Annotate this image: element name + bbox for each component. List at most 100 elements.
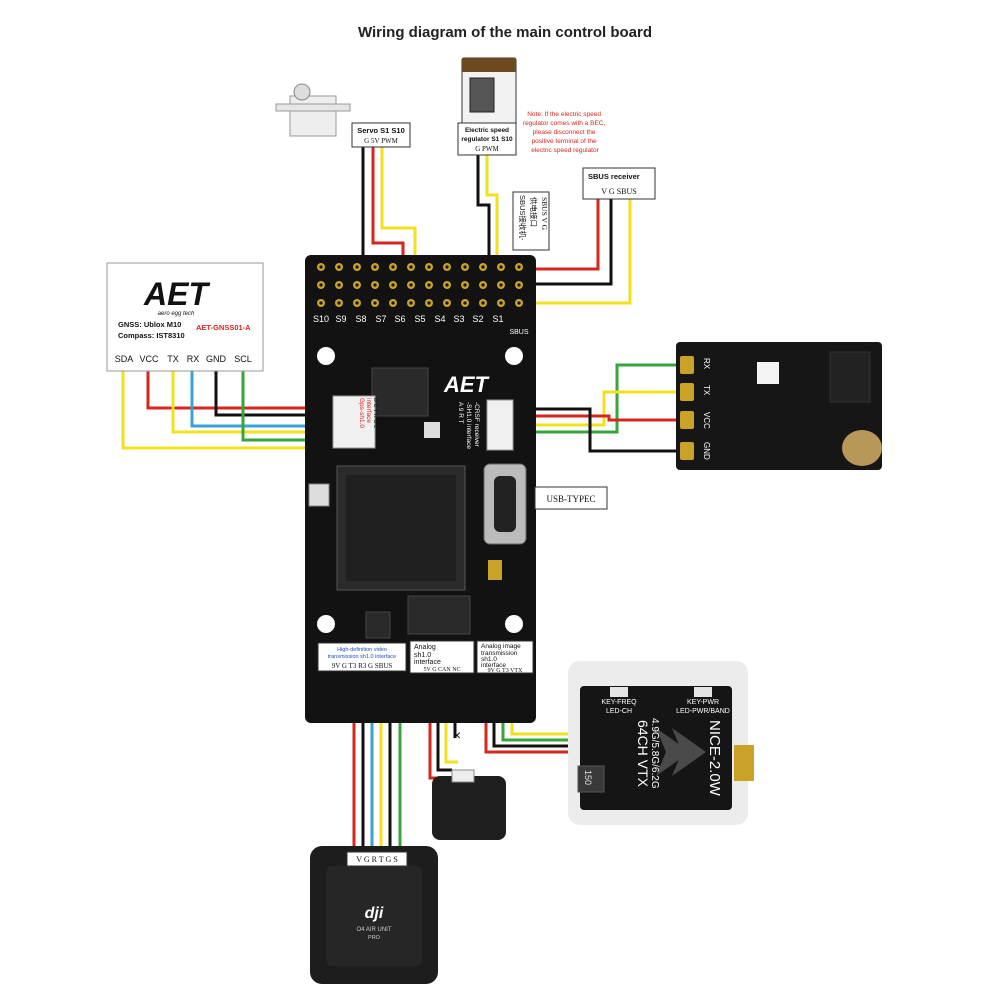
vtx-pcb	[580, 686, 732, 810]
gnss-wire-vcc	[146, 369, 338, 410]
mcu-die	[346, 475, 456, 581]
sbus-receiver-label: SBUS receiver	[588, 172, 640, 181]
baro-chip	[365, 611, 391, 639]
boot-button	[308, 483, 330, 507]
analog-vtx-label-line3: sh1.0	[481, 656, 497, 663]
hd-vtx-pins: 9V G T3 R3 G SBUS	[332, 662, 393, 670]
mount-hole-bl	[317, 615, 335, 633]
mount-hole-tr	[505, 347, 523, 365]
crsf-pin-vcc: VCC	[702, 412, 711, 429]
header-label-s2: S2	[472, 314, 483, 324]
analog-vtx-label-line4: interface	[481, 662, 506, 669]
small-sensor	[424, 422, 440, 438]
gps-connector	[332, 395, 376, 449]
gnss-wire-rx	[190, 369, 338, 428]
can-device	[432, 769, 506, 840]
crsf-silk-line3: -CRSF receiver	[473, 402, 480, 448]
header-label-s9: S9	[335, 314, 346, 324]
crsf-pin-rx: RX	[702, 358, 711, 370]
gnss-pin-labels: SDA VCC TX RX GND SCL	[115, 354, 252, 364]
gnss-wire-tx	[171, 369, 338, 434]
servo-header-labels: S10 S9 S8 S7 S6 S5 S4 S3 S2 S1	[313, 314, 504, 324]
dji-pins: V G R T G S	[356, 855, 398, 864]
can-label-line1: Analog	[414, 644, 436, 651]
dji-brand: dji	[365, 905, 384, 922]
sbus-cn-line3: SBUS V G	[540, 197, 549, 231]
gnss-pin-sda: SDA	[115, 354, 134, 364]
crsf-receiver: RX TX VCC GND	[676, 342, 882, 470]
vtx-key-pwr	[694, 687, 712, 697]
crsf-connector	[486, 399, 514, 451]
sbus-wire-g	[518, 198, 613, 286]
imu-chip	[371, 367, 429, 417]
hd-vtx-label-line1: High-definition video	[337, 647, 387, 653]
gnss-module: AET aero egg tech GNSS: Ublox M10 Compas…	[106, 262, 264, 372]
dji-product: O4 AIR UNIT	[356, 927, 391, 933]
header-label-s10: S10	[313, 314, 329, 324]
usb-label: USB-TYPEC	[546, 494, 595, 504]
mount-hole-br	[505, 615, 523, 633]
gnss-pin-tx: TX	[167, 354, 179, 364]
dji-top-plate	[326, 866, 422, 966]
vtx-chip-label: 150	[583, 770, 593, 785]
vtx-key-freq-label: KEY-FREQ	[601, 699, 637, 706]
gnss-wire-sda	[121, 369, 338, 450]
gps-silk-line1: Gps-sh1.0	[358, 398, 365, 428]
vtx-model: NICE-2.0W	[706, 720, 723, 797]
vtx-antenna-connector	[734, 745, 754, 781]
hd-vtx-label-line2: transmission sh1.0 interface	[328, 654, 396, 660]
sbus-receiver: SBUS receiver V G SBUS	[582, 167, 656, 200]
esc-pads	[462, 58, 516, 72]
dji-sub: PRO	[368, 935, 381, 941]
header-label-s1: S1	[492, 314, 503, 324]
gnss-card	[106, 262, 264, 372]
header-label-s5: S5	[414, 314, 425, 324]
flash-chip	[407, 595, 471, 635]
dji-pin-label-box	[346, 851, 408, 867]
usb-c-port-opening	[494, 476, 516, 532]
servo-header-pins	[317, 263, 523, 307]
board-logo: AET	[443, 372, 490, 397]
can-pins: 5V G CAN NC	[423, 667, 460, 673]
crsf-pad-vcc	[680, 411, 694, 429]
servo-label-box	[351, 122, 411, 148]
servo-horn	[293, 83, 311, 101]
esc-label-line1: Electric speed	[465, 127, 509, 134]
servo-flange	[275, 103, 351, 112]
hd-vtx-label-box	[317, 642, 407, 672]
crsf-wire-rx	[500, 363, 686, 434]
vtx-led-pwr-band-label: LED-PWR/BAND	[676, 708, 730, 715]
mounting-holes	[317, 347, 523, 633]
crsf-pads	[680, 356, 694, 460]
nc-cross-mark: ×	[453, 727, 461, 743]
can-device-plug	[451, 769, 475, 783]
crsf-antenna-connector	[842, 430, 882, 466]
crsf-pad-gnd	[680, 442, 694, 460]
gnss-wire-gnd	[214, 369, 338, 417]
vtx-led-ch-label: LED-CH	[606, 708, 632, 715]
can-label-line2: sh1.0	[414, 652, 431, 659]
esc-note: Note: If the electric speed regulator co…	[523, 111, 607, 154]
crsf-wire-tx	[500, 390, 686, 427]
gnss-pin-gnd: GND	[206, 354, 227, 364]
sbus-cn-line1: SBUS接收机-	[518, 195, 528, 241]
gps-silk-line2: interface	[365, 398, 372, 423]
gnss-logo: AET	[143, 276, 210, 312]
analog-vtx-label-line1: Analog image	[481, 643, 521, 650]
gnss-model: AET-GNSS01-A	[196, 323, 251, 332]
vtx-key-pwr-label: KEY-PWR	[687, 699, 719, 706]
gnss-pin-scl: SCL	[234, 354, 252, 364]
esc-pins: G PWM	[475, 145, 499, 153]
vtx-key-freq	[610, 687, 628, 697]
vtx-name: 64CH VTX	[635, 720, 651, 788]
crsf-rf-chip	[829, 351, 871, 403]
header-label-s8: S8	[355, 314, 366, 324]
analog-vtx-label-box	[476, 640, 534, 674]
sbus-wire-signal	[518, 198, 632, 305]
servo-body	[289, 95, 337, 137]
crsf-pad-tx	[680, 383, 694, 401]
vtx-freq: 4.9G/5.8G/6.2G	[649, 718, 660, 789]
servo-label: Servo S1 S10	[357, 126, 405, 135]
analog-vtx-label-line2: transmission	[481, 650, 518, 657]
